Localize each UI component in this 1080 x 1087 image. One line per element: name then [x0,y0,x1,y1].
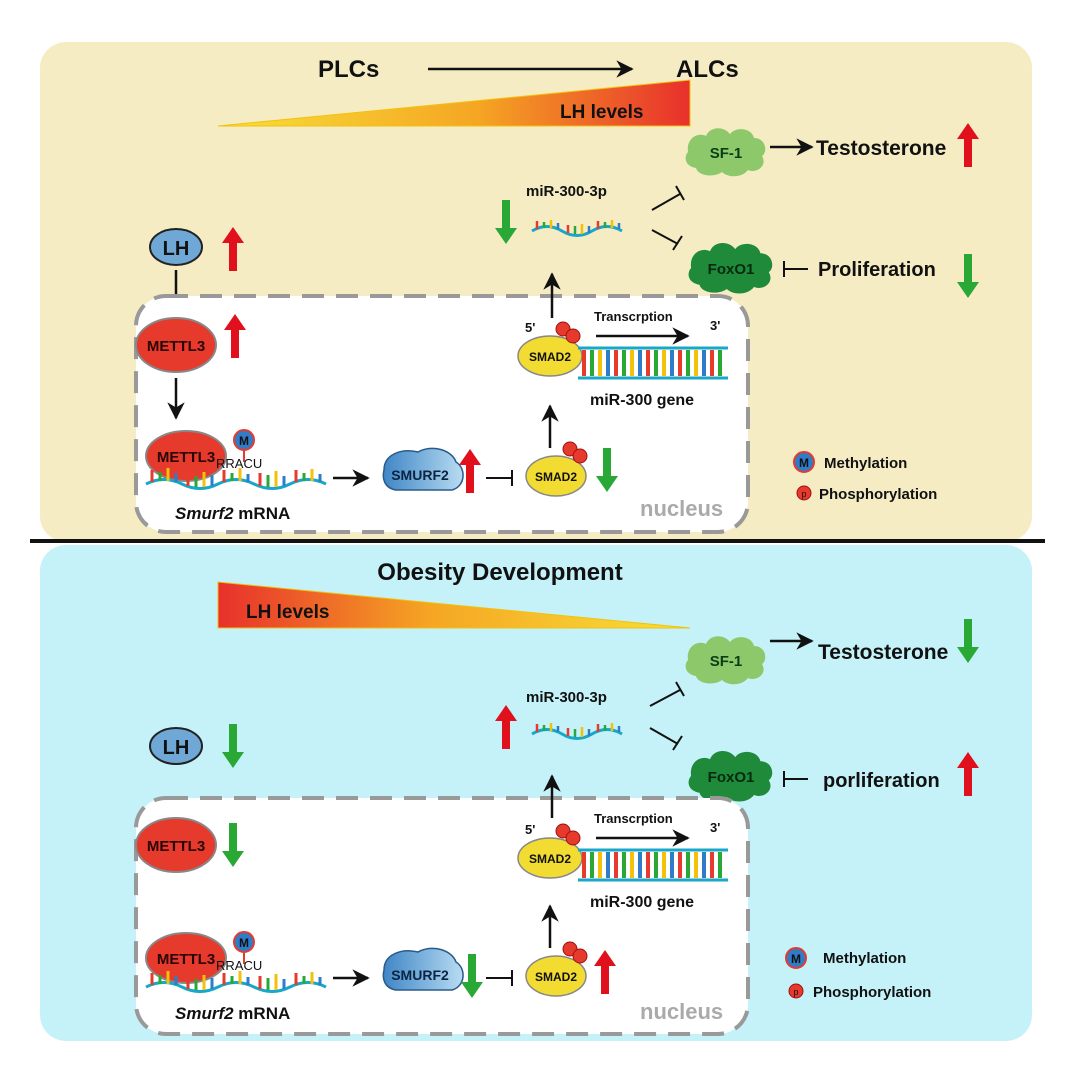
smad2-nuclear-label-bottom: SMAD2 [529,852,571,866]
plcs-label: PLCs [318,56,379,83]
smurf2-mrna-italic-bottom: Smurf2 [175,1004,234,1023]
mettl3-bound-label-bottom: METTL3 [157,951,215,968]
mettl3-enzyme-bottom [135,817,217,873]
transcription-label-bottom: Transcrption [594,811,673,826]
legend-phosphorylation-label: Phosphorylation [819,486,937,503]
smad2-cytoplasmic-label: SMAD2 [535,470,577,484]
methylation-mark-letter-bottom: M [239,936,249,950]
rracu-motif-bottom: RRACU [216,958,262,973]
lh-receptor [149,228,203,266]
foxo1-label-bottom: FoxO1 [708,769,755,786]
mettl3-bound-label: METTL3 [157,449,215,466]
smad2-phospho-2-bottom [572,948,588,964]
nucleus-label: nucleus [640,496,723,521]
gene-label: miR-300 gene [590,392,694,409]
smurf2-inhibits-smad2 [486,470,513,486]
methylation-mark-letter: M [239,434,249,448]
smurf2-label: SMURF2 [391,467,449,483]
smurf2-protein-bottom [382,947,464,991]
lh-label-bottom: LH [163,737,190,759]
lh-levels-increasing-wedge [217,79,691,127]
smurf2-inhibits-smad2-bottom [486,970,513,986]
smurf2-protein [382,447,464,491]
smad2-cytoplasmic-bottom [525,955,587,997]
smurf2-mrna-suffix: mRNA [234,504,291,523]
mirna-label-bottom: miR-300-3p [526,689,607,706]
nucleus-boundary-bottom [134,796,750,1036]
obesity-title: Obesity Development [377,559,622,586]
nucleus-boundary [134,294,750,534]
nucleus-label-bottom: nucleus [640,999,723,1024]
three-prime-label: 3' [710,318,720,333]
smurf2-mrna-label: Smurf2 mRNA [175,504,290,523]
smad2-cytoplasmic [525,455,587,497]
mettl3-label-bottom: METTL3 [147,838,205,855]
smurf2-mrna-italic: Smurf2 [175,504,234,523]
mirna-inhibits-sf1 [651,185,685,211]
smad2-nuclear-label: SMAD2 [529,350,571,364]
mirna-inhibits-foxo1-bottom [649,727,683,751]
sf1-label: SF-1 [710,145,743,162]
lh-label: LH [163,238,190,260]
mettl3-bound-enzyme [145,430,227,482]
proliferation-label-bottom: porliferation [823,770,940,792]
alcs-label: ALCs [676,56,739,83]
legend-methylation-letter-bottom: M [791,952,801,966]
testosterone-label: Testosterone [816,137,946,160]
mirna-inhibits-sf1-bottom [649,681,685,707]
legend-methylation-letter: M [799,456,809,470]
proliferation-label: Proliferation [818,259,936,281]
legend-phosphorylation-letter: p [801,489,806,499]
legend-methylation-label-bottom: Methylation [823,950,906,967]
bottom-panel: Obesity Development LH levels SF-1 Testo… [40,545,1032,1041]
mettl3-bound-enzyme-bottom [145,932,227,984]
sf1-label-bottom: SF-1 [710,653,743,670]
foxo1-label: FoxO1 [708,261,755,278]
rracu-motif: RRACU [216,456,262,471]
legend-phosphorylation-letter-bottom: p [793,987,798,997]
three-prime-label-bottom: 3' [710,820,720,835]
smad2-cytoplasmic-label-bottom: SMAD2 [535,970,577,984]
testosterone-label-bottom: Testosterone [818,641,948,664]
legend-methylation-label: Methylation [824,455,907,472]
lh-levels-label-bottom: LH levels [246,602,329,623]
smurf2-mrna-suffix-bottom: mRNA [234,1004,291,1023]
five-prime-label-bottom: 5' [525,822,535,837]
mettl3-enzyme [135,317,217,373]
smad2-phospho-2 [572,448,588,464]
legend-phosphorylation-label-bottom: Phosphorylation [813,984,931,1001]
foxo1-inhibits-proliferation [783,261,808,277]
mettl3-label: METTL3 [147,338,205,355]
mirna-inhibits-foxo1 [651,229,683,251]
smurf2-mrna-label-bottom: Smurf2 mRNA [175,1004,290,1023]
foxo1-inhibits-proliferation-bottom [783,771,808,787]
smurf2-label-bottom: SMURF2 [391,967,449,983]
transcription-label: Transcrption [594,309,673,324]
top-panel: PLCs ALCs LH levels SF-1 Testosterone mi… [40,42,1032,542]
lh-levels-decreasing-wedge [217,581,691,629]
five-prime-label: 5' [525,320,535,335]
gene-label-bottom: miR-300 gene [590,894,694,911]
lh-receptor-bottom [149,727,203,765]
smad2-nuclear-phospho-2-bottom [565,830,581,846]
mirna-label: miR-300-3p [526,183,607,200]
lh-levels-label: LH levels [560,102,643,123]
smad2-nuclear-phospho-2 [565,328,581,344]
